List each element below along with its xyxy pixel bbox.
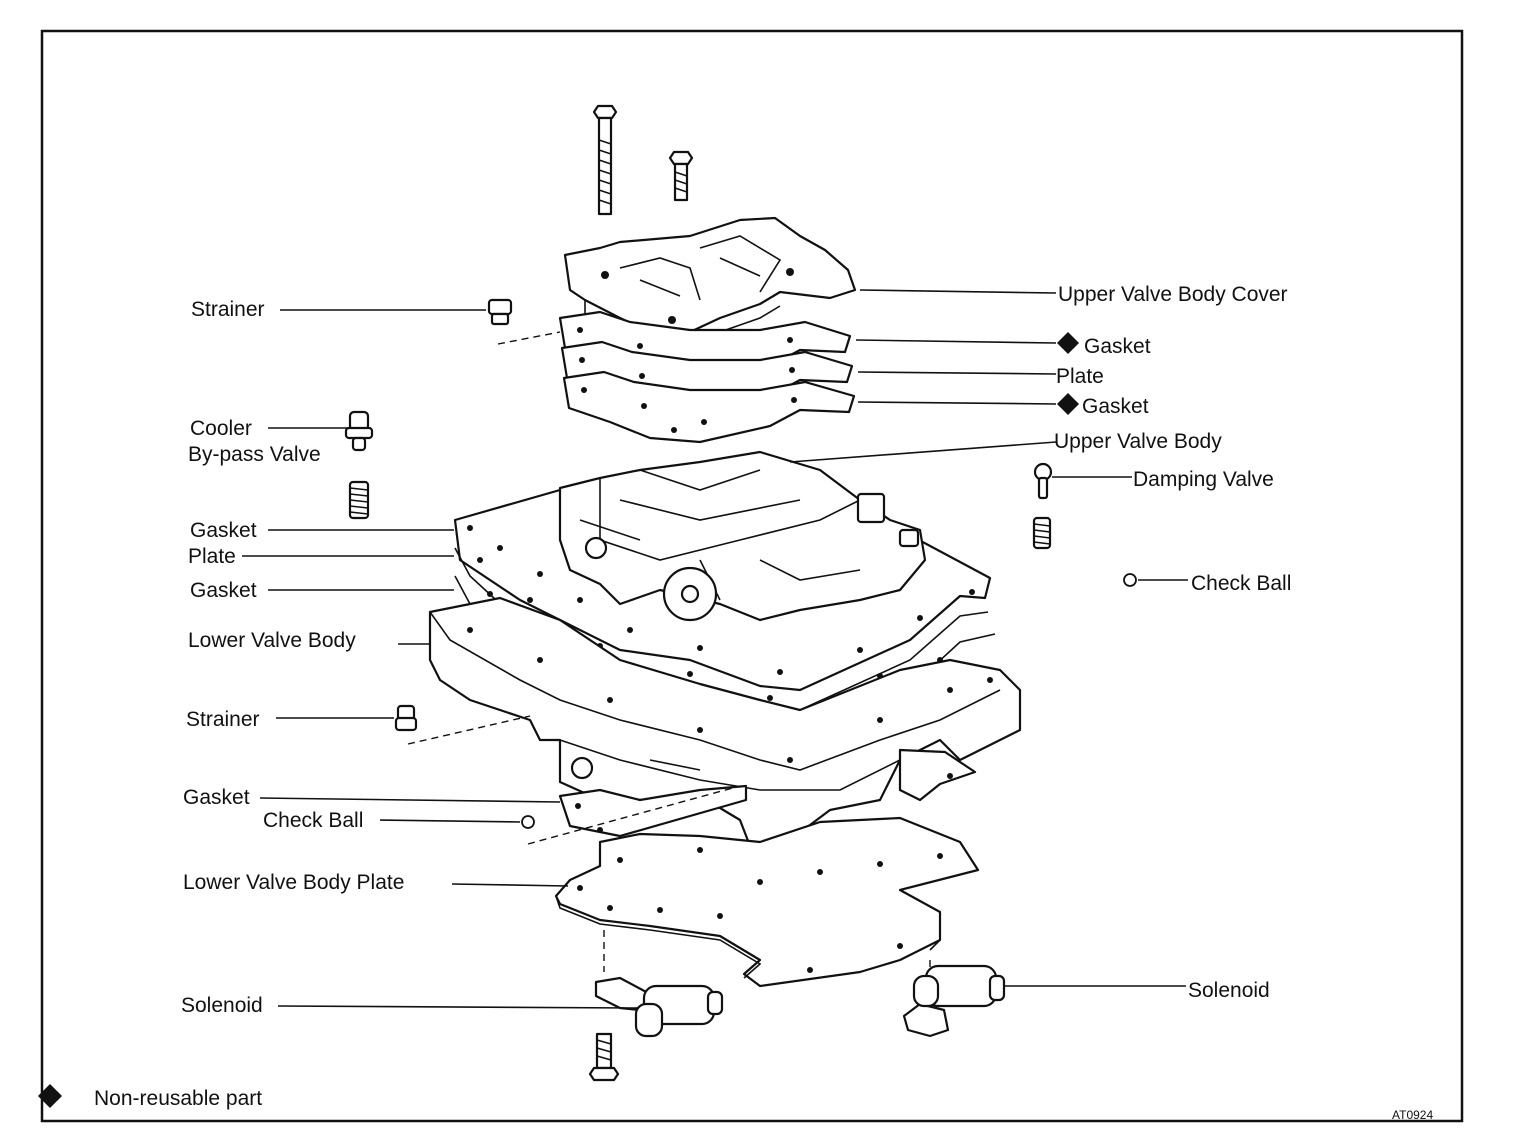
strainer-bottom bbox=[394, 704, 418, 732]
label-cooler-bypass-valve-line1: Cooler bbox=[190, 417, 252, 440]
figure-code: AT0924 bbox=[1392, 1108, 1434, 1122]
legend-text: Non-reusable part bbox=[94, 1087, 263, 1110]
label-lower-valve-body-plate: Lower Valve Body Plate bbox=[183, 871, 405, 894]
damping-spring bbox=[1032, 516, 1052, 550]
label-lower-valve-body: Lower Valve Body bbox=[188, 629, 356, 652]
label-gasket-1: Gasket bbox=[1084, 335, 1151, 358]
short-bolt bbox=[668, 150, 694, 202]
upper-gasket-2 bbox=[562, 370, 856, 444]
label-upper-valve-body: Upper Valve Body bbox=[1054, 430, 1222, 453]
check-ball-left bbox=[521, 815, 535, 829]
damping-valve bbox=[1033, 462, 1053, 500]
label-strainer-bottom: Strainer bbox=[186, 708, 260, 731]
callout-lines bbox=[242, 289, 1188, 1009]
non-reusable-diamond bbox=[1057, 332, 1079, 354]
label-damping-valve: Damping Valve bbox=[1133, 468, 1274, 491]
lower-valve-body-plate bbox=[554, 816, 980, 988]
label-gasket-3: Gasket bbox=[190, 519, 257, 542]
non-reusable-diamond bbox=[1057, 393, 1079, 415]
label-strainer-top: Strainer bbox=[191, 298, 265, 321]
upper-valve-body bbox=[558, 450, 927, 622]
label-plate-2: Plate bbox=[188, 545, 236, 568]
label-gasket-5: Gasket bbox=[183, 786, 250, 809]
label-plate-1: Plate bbox=[1056, 365, 1104, 388]
check-ball-right bbox=[1123, 573, 1137, 587]
label-gasket-4: Gasket bbox=[190, 579, 257, 602]
label-upper-valve-body-cover: Upper Valve Body Cover bbox=[1058, 283, 1288, 306]
strainer-top bbox=[487, 298, 513, 326]
label-solenoid-right: Solenoid bbox=[1188, 979, 1270, 1002]
solenoid-left bbox=[594, 976, 724, 1038]
lower-valve-body bbox=[428, 596, 1022, 848]
long-bolt bbox=[592, 104, 618, 216]
bypass-spring bbox=[348, 480, 370, 520]
solenoid-right bbox=[902, 964, 1006, 1038]
cooler-bypass-valve bbox=[344, 410, 374, 452]
label-check-ball-left: Check Ball bbox=[263, 809, 364, 832]
label-cooler-bypass-valve-line2: By-pass Valve bbox=[188, 443, 321, 466]
frame-border bbox=[40, 29, 1464, 1123]
bottom-bolt bbox=[588, 1032, 620, 1082]
label-solenoid-left: Solenoid bbox=[181, 994, 263, 1017]
lower-gasket bbox=[558, 748, 977, 838]
label-gasket-2: Gasket bbox=[1082, 395, 1149, 418]
legend-diamond-icon bbox=[38, 1084, 62, 1108]
label-check-ball-right: Check Ball bbox=[1191, 572, 1292, 595]
